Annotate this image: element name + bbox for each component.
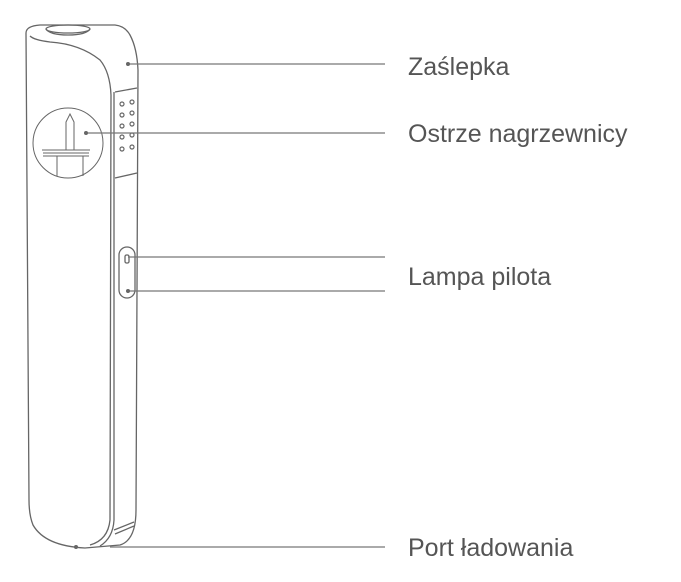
device-body [25, 24, 139, 549]
label-charging-port: Port ładowania [408, 534, 574, 562]
label-pilot-lamp: Lampa pilota [408, 263, 552, 291]
pilot-lamp-button [118, 246, 136, 299]
label-heater-blade: Ostrze nagrzewnicy [408, 120, 628, 148]
label-cap: Zaślepka [408, 53, 510, 81]
vent-holes [119, 99, 135, 152]
leader-dots [74, 62, 130, 549]
leader-lines [86, 63, 385, 548]
heater-blade-inset [32, 107, 104, 179]
